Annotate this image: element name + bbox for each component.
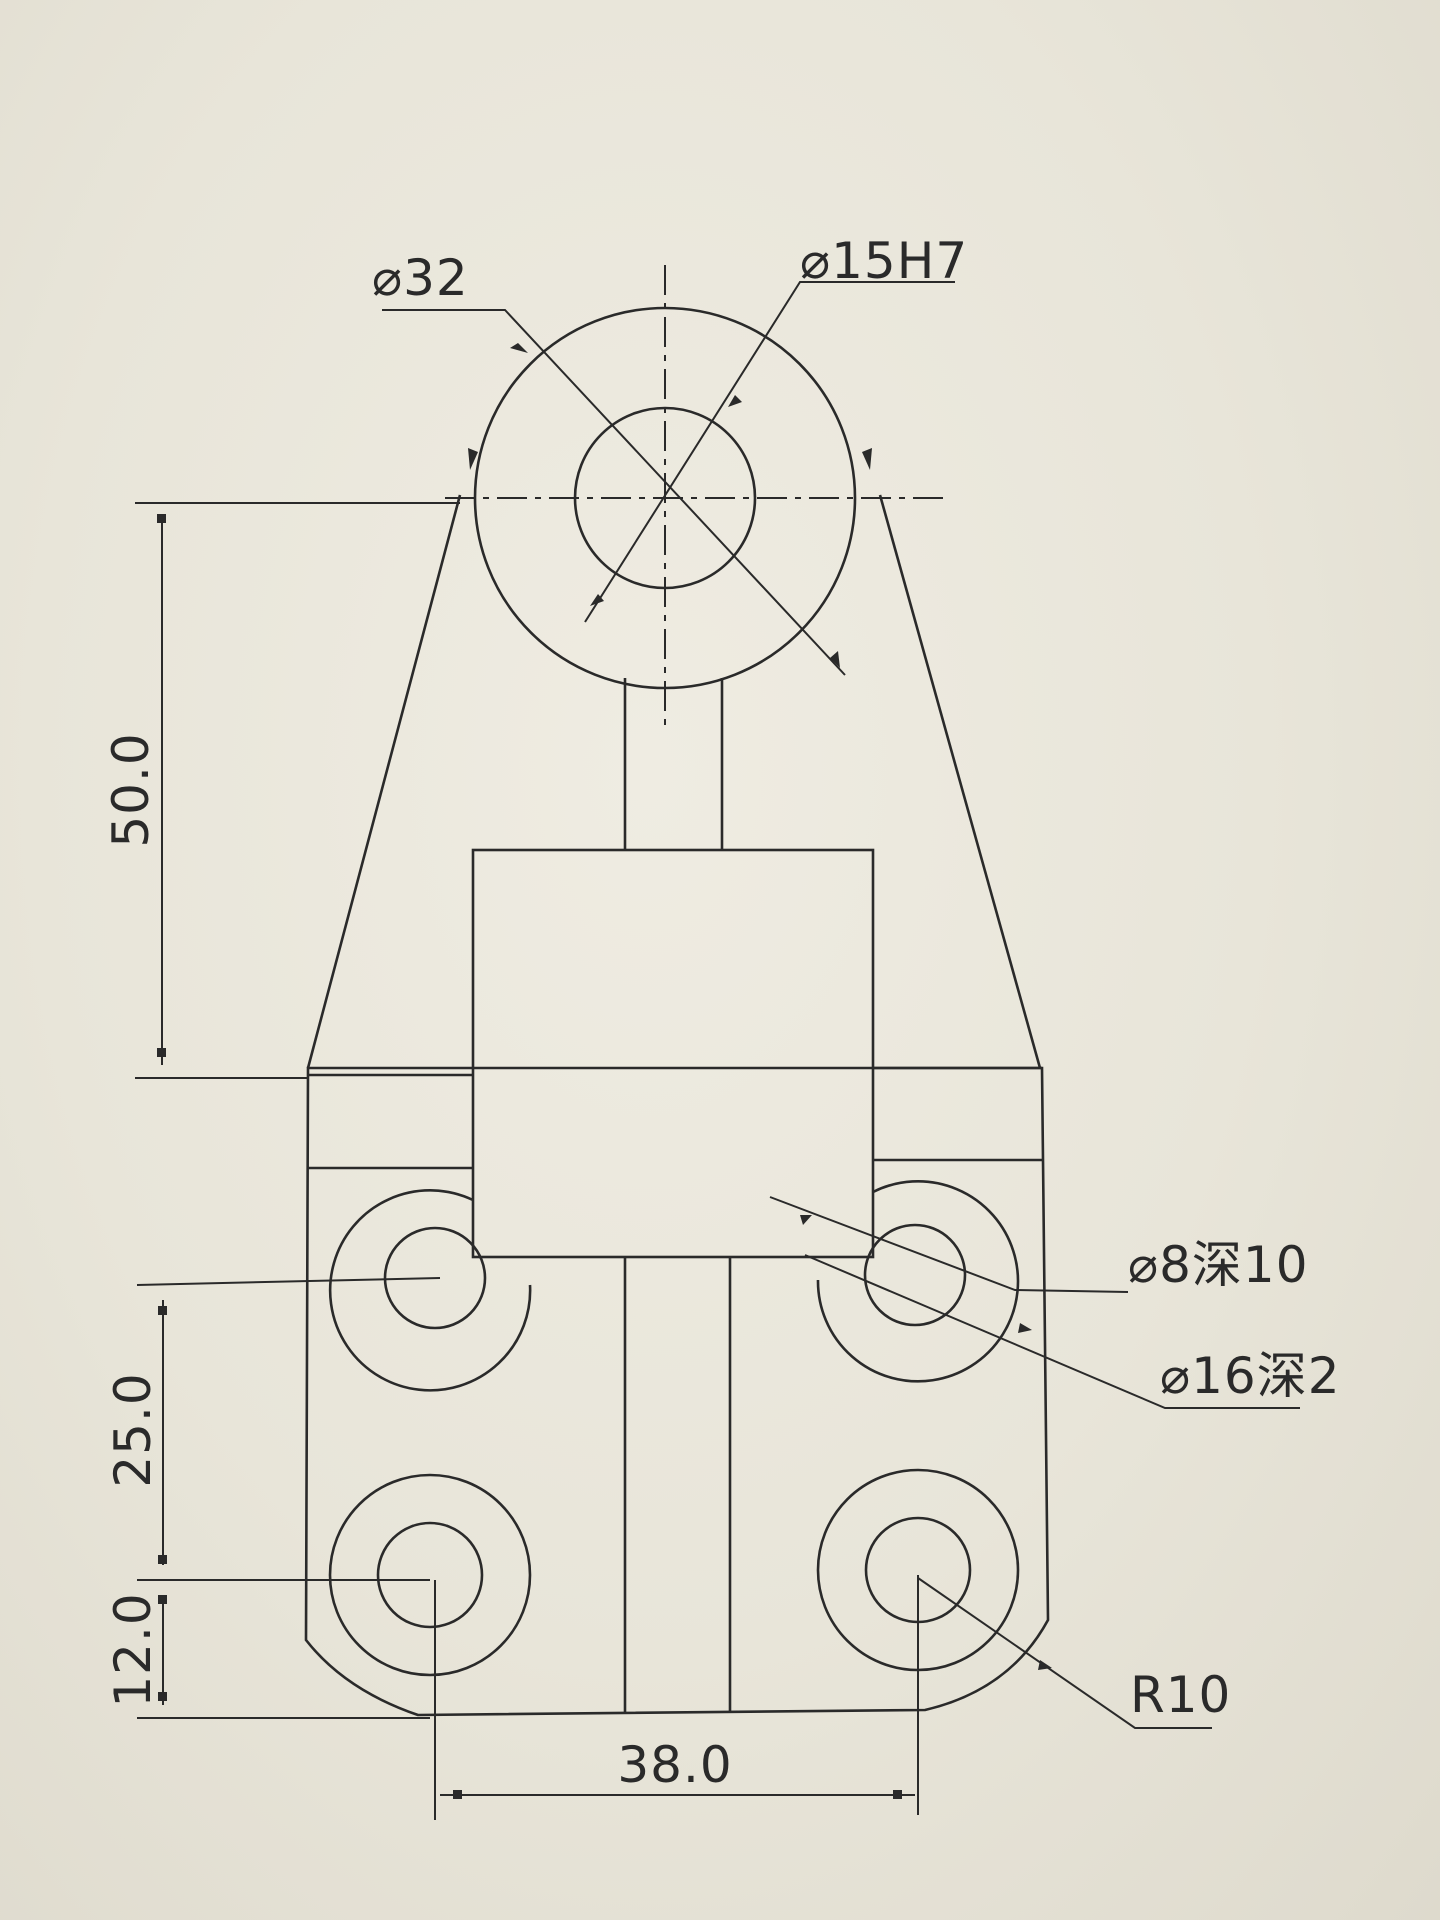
center-block: [471, 848, 875, 1259]
leader-counterbore: [804, 1254, 1300, 1409]
ext-line-upper-holes: [136, 1277, 441, 1286]
arrow-od-2: [830, 651, 840, 668]
dim-50-label: 50.0: [102, 732, 160, 847]
arrow-radius: [1038, 1660, 1052, 1670]
leader-small-hole: [769, 1196, 1129, 1293]
tangent-mark-left: [468, 448, 478, 470]
arrow-od-1: [510, 343, 528, 353]
upper-left-hole: [383, 1226, 487, 1330]
dim-25-label: 25.0: [104, 1372, 162, 1487]
outer-diameter-label: ⌀32: [372, 249, 469, 307]
arrow-bore-1: [728, 395, 742, 407]
arrow-small-hole: [800, 1215, 812, 1225]
tangent-mark-right: [862, 448, 872, 470]
dim-38-label: 38.0: [617, 1736, 732, 1794]
lower-left-hole: [376, 1521, 484, 1629]
dim-12-label: 12.0: [104, 1592, 162, 1707]
arrow-bore-2: [590, 594, 604, 606]
left-arm-edge: [306, 494, 462, 1069]
leader-radius: [917, 1577, 1212, 1729]
lower-left-counterbore: [328, 1473, 532, 1677]
upper-right-hole: [863, 1223, 967, 1327]
base-plate-outline: [304, 1066, 1050, 1717]
upper-left-counterbore: [328, 1189, 532, 1392]
radius-label: R10: [1130, 1666, 1231, 1724]
tick-38-right: [893, 1790, 902, 1799]
counterbore-label: ⌀16深2: [1160, 1347, 1341, 1405]
tick-25-bottom: [158, 1555, 167, 1564]
tick-50-bottom: [157, 1048, 166, 1057]
tick-12-bottom: [158, 1692, 167, 1701]
tick-50-top: [157, 514, 166, 523]
bore-fit-label: ⌀15H7: [800, 232, 968, 290]
tick-38-left: [453, 1790, 462, 1799]
leader-od: [382, 309, 846, 676]
arrow-counterbore: [1018, 1323, 1032, 1333]
leader-bore: [584, 281, 955, 623]
small-hole-label: ⌀8深10: [1128, 1236, 1309, 1294]
tick-12-top: [158, 1595, 167, 1604]
upper-right-counterbore: [816, 1180, 1020, 1383]
right-arm-edge: [878, 494, 1042, 1069]
tick-25-top: [158, 1306, 167, 1315]
